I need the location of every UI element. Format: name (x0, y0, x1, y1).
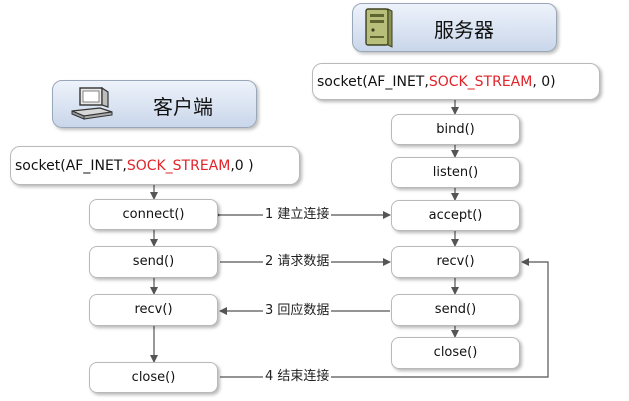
arrow-terminate-connection (220, 258, 549, 378)
client-socket-type: SOCK_STREAM (126, 158, 231, 174)
client-close-step: close() (89, 362, 218, 393)
server-socket-suffix: , 0) (532, 74, 556, 90)
label-terminate-connection: 4 结束连接 (263, 369, 332, 385)
server-title: 服务器 (434, 18, 494, 42)
client-socket-prefix: socket(AF_INET, (15, 158, 127, 174)
server-tower-icon (365, 8, 393, 48)
client-send-step: send() (89, 246, 218, 278)
client-socket-suffix: ,0 ) (230, 158, 254, 174)
server-bind-step: bind() (391, 114, 520, 145)
label-reply-data: 3 回应数据 (263, 303, 332, 319)
client-connect-step: connect() (89, 199, 218, 230)
server-recv-step: recv() (391, 246, 520, 278)
client-title: 客户端 (153, 95, 213, 119)
label-request-data: 2 请求数据 (263, 254, 332, 270)
label-establish-connection: 1 建立连接 (263, 207, 332, 223)
server-send-step: send() (391, 294, 520, 326)
server-socket-prefix: socket(AF_INET, (317, 74, 429, 90)
client-recv-step: recv() (89, 294, 218, 326)
desktop-computer-icon (71, 86, 113, 120)
client-socket-call: socket(AF_INET,SOCK_STREAM,0 ) (10, 146, 300, 185)
server-listen-step: listen() (391, 157, 520, 188)
server-accept-step: accept() (391, 200, 520, 231)
server-socket-call: socket(AF_INET,SOCK_STREAM, 0) (312, 63, 600, 100)
server-socket-type: SOCK_STREAM (428, 74, 533, 90)
server-close-step: close() (391, 337, 520, 369)
